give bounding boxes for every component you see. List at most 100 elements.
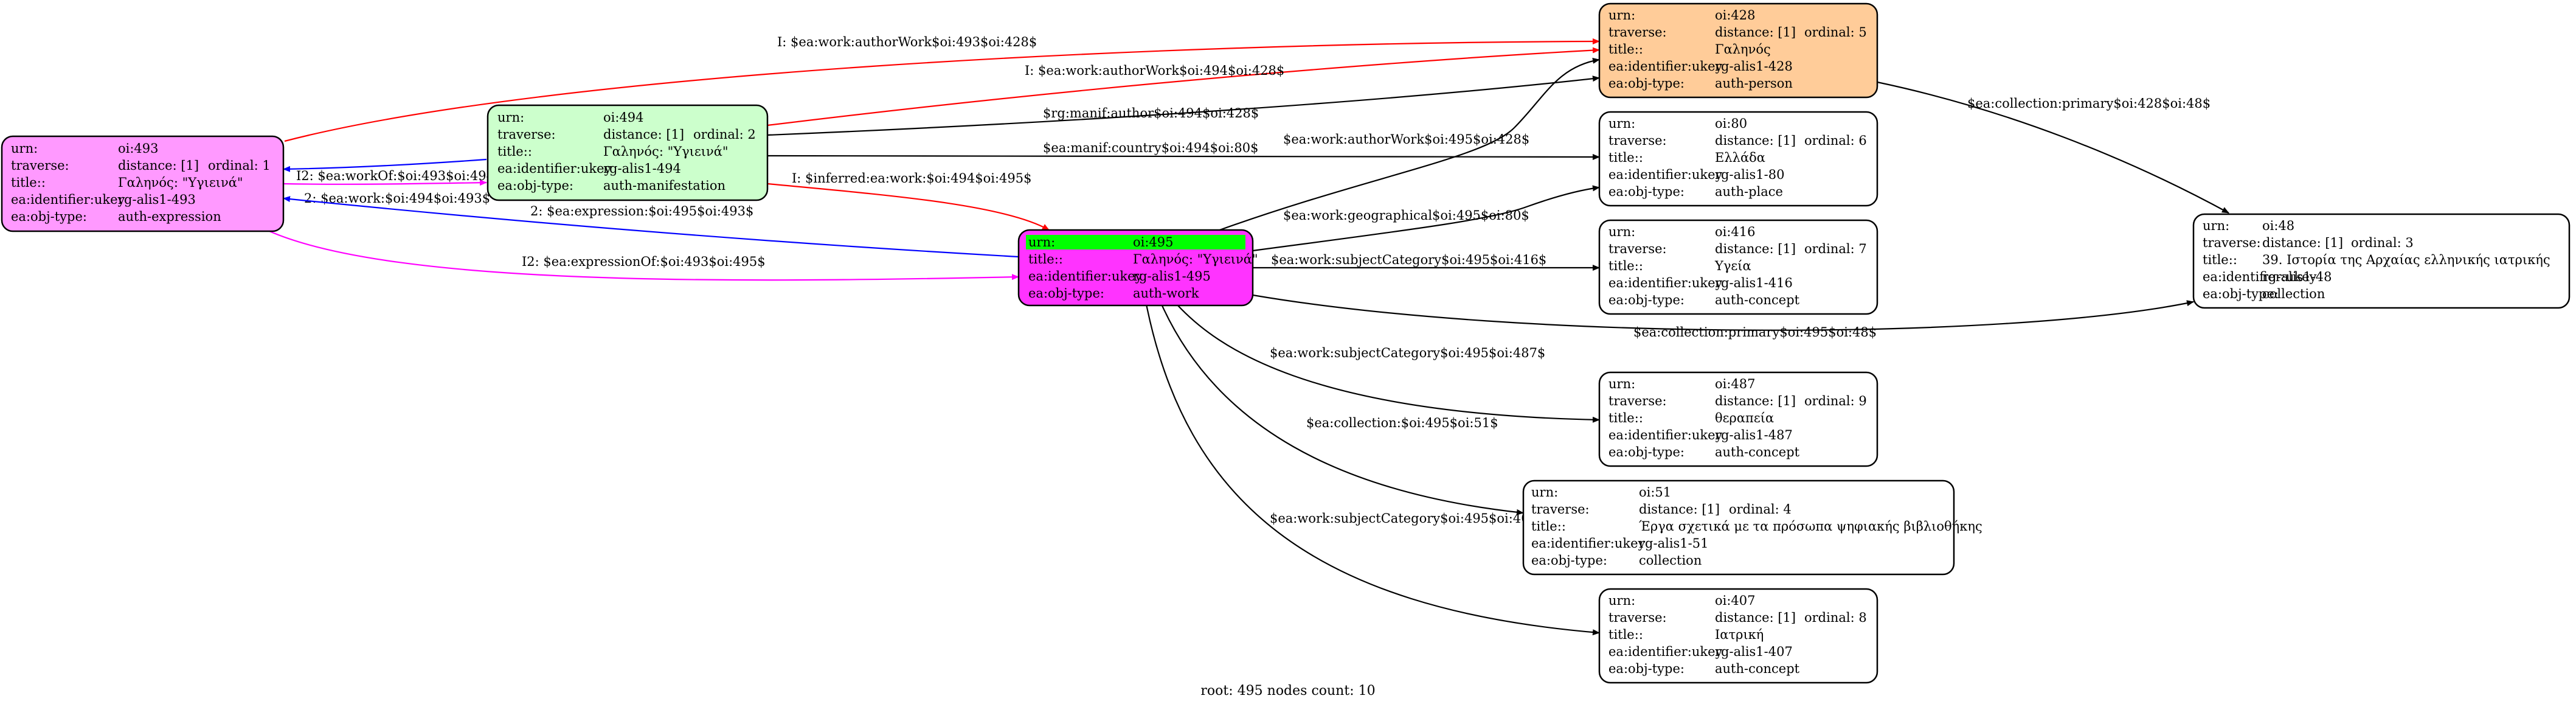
node-box [1522, 479, 1955, 576]
edge-collection-primary-495-48 [1252, 294, 2194, 331]
edge-label: $ea:work:authorWork$oi:495$oi:428$ [1283, 132, 1529, 147]
node-urn: oi:487 [1715, 377, 1756, 391]
field-label-objtype: ea:obj-type: [11, 209, 87, 224]
node-oi-80[interactable]: urn: oi:80 traverse: distance: [1] ordin… [1598, 111, 1878, 207]
edge-label: $rg:manif:author$oi:494$oi:428$ [1043, 106, 1259, 120]
node-title: Γαληνός: "Υγιεινά" [1133, 252, 1258, 267]
field-label-title: title:: [11, 175, 46, 190]
node-title: θεραπεία [1715, 411, 1774, 425]
node-ukey: rg-alis1-493 [118, 192, 196, 207]
edge-label: I2: $ea:expressionOf:$oi:493$oi:495$ [522, 254, 766, 269]
field-label-urn: urn: [11, 141, 38, 156]
field-label-ukey: ea:identifier:ukey [497, 161, 612, 176]
field-label-title: title:: [1608, 42, 1643, 57]
field-label-traverse: traverse: [1608, 242, 1667, 256]
edge-label: $ea:work:geographical$oi:495$oi:80$ [1283, 208, 1529, 223]
field-label-traverse: traverse: [1531, 502, 1590, 517]
node-ordinal: ordinal: 1 [208, 158, 271, 173]
node-ordinal: ordinal: 6 [1804, 133, 1867, 148]
field-label-ukey: ea:identifier:ukey [2203, 270, 2317, 284]
field-label-title: title:: [1608, 627, 1643, 642]
field-label-title: title:: [1531, 519, 1566, 534]
field-label-objtype: ea:obj-type: [1531, 553, 1607, 568]
field-label-ukey: ea:identifier:ukey [1608, 59, 1723, 74]
edge-label: I: $inferred:ea:work:$oi:494$oi:495$ [792, 171, 1031, 186]
node-ordinal: ordinal: 7 [1804, 242, 1867, 256]
field-label-traverse: traverse: [1608, 610, 1667, 625]
node-objtype: auth-concept [1715, 445, 1800, 459]
node-oi-495-root[interactable]: urn: oi:495 title:: Γαληνός: "Υγιεινά" e… [1017, 229, 1258, 307]
field-label-ukey: ea:identifier:ukey [1531, 536, 1646, 551]
root-highlight [1026, 235, 1245, 249]
edge-subjectcategory-495-407 [1145, 304, 1600, 636]
node-oi-48[interactable]: urn: oi:48 traverse: distance: [1] ordin… [2192, 213, 2571, 309]
node-objtype: auth-work [1133, 286, 1199, 301]
field-label-urn: urn: [497, 110, 524, 125]
edge-inferred-work-494-495 [767, 183, 1050, 231]
node-objtype: auth-concept [1715, 661, 1800, 676]
node-box [486, 104, 769, 201]
field-label-traverse: traverse: [1608, 394, 1667, 408]
field-label-title: title:: [1608, 259, 1643, 273]
node-oi-428[interactable]: urn: oi:428 traverse: distance: [1] ordi… [1598, 2, 1878, 99]
field-label-traverse: traverse: [1608, 25, 1667, 40]
edge-label: I2: $ea:workOf:$oi:493$oi:494$ [296, 169, 502, 183]
field-label-ukey: ea:identifier:ukey [1608, 428, 1723, 442]
field-label-traverse: traverse: [1608, 133, 1667, 148]
edge-label: $ea:work:subjectCategory$oi:495$oi:487$ [1270, 346, 1545, 360]
edges-layer: I: $ea:work:authorWork$oi:493$oi:428$ I:… [269, 35, 2229, 636]
node-title: Ιατρική [1715, 627, 1764, 642]
node-urn: oi:48 [2262, 218, 2294, 233]
field-label-objtype: ea:obj-type: [1608, 445, 1684, 459]
edge-authorwork-494-428 [767, 47, 1600, 127]
node-objtype: auth-expression [118, 209, 221, 224]
node-urn: oi:416 [1715, 225, 1756, 239]
node-urn: oi:80 [1715, 116, 1747, 131]
field-label-objtype: ea:obj-type: [1608, 661, 1684, 676]
node-title: Γαληνός [1715, 42, 1771, 57]
node-title: Ελλάδα [1715, 150, 1765, 165]
graph-caption: root: 495 nodes count: 10 [1200, 683, 1375, 699]
edge-label: $ea:collection:primary$oi:428$oi:48$ [1967, 96, 2211, 111]
node-distance: distance: [1] [1639, 502, 1720, 517]
node-ukey: rg-alis1-416 [1715, 276, 1793, 290]
edge-workof-493-494 [283, 179, 487, 186]
node-ordinal: ordinal: 8 [1804, 610, 1867, 625]
node-oi-493[interactable]: urn: oi:493 traverse: distance: [1] ordi… [1, 135, 285, 232]
field-label-ukey: ea:identifier:ukey [1608, 276, 1723, 290]
node-oi-51[interactable]: urn: oi:51 traverse: distance: [1] ordin… [1522, 479, 1982, 576]
edge-label: I: $ea:work:authorWork$oi:493$oi:428$ [777, 35, 1037, 49]
node-distance: distance: [1] [1715, 610, 1796, 625]
edge-label: $ea:collection:$oi:495$oi:51$ [1306, 416, 1498, 430]
edge-label: $ea:work:subjectCategory$oi:495$oi:416$ [1271, 253, 1546, 267]
field-label-objtype: ea:obj-type: [1608, 76, 1684, 91]
edge-authorwork-495-428 [1216, 57, 1600, 232]
node-ordinal: ordinal: 3 [2351, 235, 2414, 250]
field-label-traverse: traverse: [2203, 235, 2261, 250]
node-oi-416[interactable]: urn: oi:416 traverse: distance: [1] ordi… [1598, 219, 1878, 315]
node-distance: distance: [1] [1715, 394, 1796, 408]
node-ukey: rg-alis1-494 [603, 161, 681, 176]
node-oi-487[interactable]: urn: oi:487 traverse: distance: [1] ordi… [1598, 371, 1878, 467]
field-label-objtype: ea:obj-type: [1608, 293, 1684, 307]
edge-manif-author-494-428 [767, 75, 1600, 136]
node-objtype: auth-place [1715, 184, 1783, 199]
field-label-title: title:: [497, 144, 532, 159]
node-oi-407[interactable]: urn: oi:407 traverse: distance: [1] ordi… [1598, 588, 1878, 684]
node-oi-494[interactable]: urn: oi:494 traverse: distance: [1] ordi… [486, 104, 769, 201]
node-urn: oi:51 [1639, 485, 1671, 500]
edge-collection-primary-428-48 [1877, 81, 2229, 214]
edge-subjectcategory-495-487 [1176, 304, 1600, 423]
node-title: 39. Ιστορία της Αρχαίας ελληνικής ιατρικ… [2262, 253, 2550, 267]
node-ukey: rg-alis1-51 [1639, 536, 1709, 551]
node-distance: distance: [1] [1715, 133, 1796, 148]
field-label-urn: urn: [1531, 485, 1558, 500]
edge-work-494-493 [283, 158, 487, 172]
edge-label: 2: $ea:expression:$oi:495$oi:493$ [530, 204, 753, 218]
node-box [1598, 111, 1878, 207]
node-ordinal: ordinal: 4 [1729, 502, 1792, 517]
field-label-ukey: ea:identifier:ukey [1608, 644, 1723, 659]
node-box [2192, 213, 2571, 309]
node-title: Υγεία [1714, 259, 1751, 273]
